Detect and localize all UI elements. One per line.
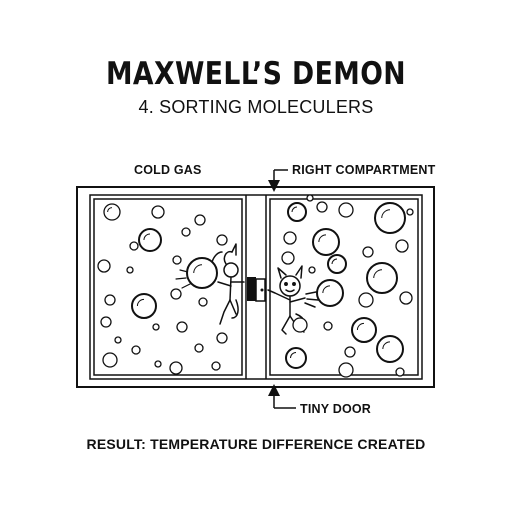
molecule-icon xyxy=(126,266,134,274)
molecule-icon xyxy=(316,201,328,213)
molecule-icon xyxy=(399,291,413,305)
molecules-group xyxy=(97,194,414,378)
molecule-highlight xyxy=(318,234,327,243)
molecule-icon xyxy=(131,293,157,319)
molecule-icon xyxy=(131,345,141,355)
molecule-highlight xyxy=(107,207,113,213)
right-compartment-pointer xyxy=(268,169,288,192)
molecule-icon xyxy=(358,292,374,308)
molecule-icon xyxy=(376,335,404,363)
tiny-door-label: TINY DOOR xyxy=(300,402,372,416)
molecule-highlight xyxy=(193,264,203,274)
molecule-icon xyxy=(395,239,409,253)
molecule-icon xyxy=(395,367,405,377)
molecule-icon xyxy=(323,321,333,331)
molecule-icon xyxy=(169,361,183,375)
left-compartment xyxy=(93,198,243,376)
container-inner-frame xyxy=(89,194,423,380)
tiny-door-pointer xyxy=(268,384,296,409)
container-outer-frame xyxy=(76,186,435,388)
molecule-icon xyxy=(194,343,204,353)
molecule-icon xyxy=(198,297,208,307)
molecule-icon xyxy=(374,202,406,234)
molecule-highlight xyxy=(290,352,297,359)
molecule-highlight xyxy=(331,258,338,265)
molecule-highlight xyxy=(382,341,391,350)
molecule-icon xyxy=(170,288,182,300)
molecule-icon xyxy=(312,228,340,256)
molecule-icon xyxy=(338,202,354,218)
molecule-icon xyxy=(306,194,314,202)
molecule-icon xyxy=(102,352,118,368)
molecule-icon xyxy=(138,228,162,252)
molecule-icon xyxy=(211,361,221,371)
cold-gas-label: COLD GAS xyxy=(134,163,202,177)
molecule-icon xyxy=(351,317,377,343)
molecule-icon xyxy=(103,203,121,221)
molecule-icon xyxy=(406,208,414,216)
molecule-icon xyxy=(308,266,316,274)
molecule-icon xyxy=(154,360,162,368)
molecule-icon xyxy=(100,316,112,328)
molecule-icon xyxy=(114,336,122,344)
molecule-icon xyxy=(283,231,297,245)
molecule-icon xyxy=(97,259,111,273)
molecule-icon xyxy=(292,317,308,333)
page-title: MAXWELL’S DEMON xyxy=(105,56,407,92)
molecule-icon xyxy=(176,321,188,333)
molecule-icon xyxy=(344,346,356,358)
molecule-icon xyxy=(316,279,344,307)
molecule-icon xyxy=(181,227,191,237)
right-compartment-label: RIGHT COMPARTMENT xyxy=(292,163,436,177)
molecule-highlight xyxy=(356,322,365,331)
molecule-icon xyxy=(366,262,398,294)
molecule-icon xyxy=(362,246,374,258)
page-subtitle: 4. SORTING MOLECULERS xyxy=(138,97,374,117)
molecule-highlight xyxy=(291,206,298,213)
molecule-icon xyxy=(194,214,206,226)
molecule-icon xyxy=(172,255,182,265)
molecule-icon xyxy=(287,202,307,222)
molecule-icon xyxy=(281,251,295,265)
molecule-icon xyxy=(104,294,116,306)
molecule-icon xyxy=(186,257,218,289)
demon-left-icon xyxy=(211,243,245,325)
molecule-highlight xyxy=(143,233,151,241)
molecule-highlight xyxy=(373,269,383,279)
molecule-icon xyxy=(129,241,139,251)
molecule-icon xyxy=(216,234,228,246)
molecule-highlight xyxy=(136,298,145,307)
molecule-icon xyxy=(338,362,354,378)
molecule-highlight xyxy=(322,285,331,294)
molecule-icon xyxy=(151,205,165,219)
molecule-icon xyxy=(152,323,160,331)
molecule-icon xyxy=(285,347,307,369)
molecule-icon xyxy=(216,332,228,344)
molecule-highlight xyxy=(381,209,391,219)
molecule-icon xyxy=(327,254,347,274)
result-label: RESULT: TEMPERATURE DIFFERENCE CREATED xyxy=(86,436,426,452)
tiny-door-icon xyxy=(247,277,266,302)
